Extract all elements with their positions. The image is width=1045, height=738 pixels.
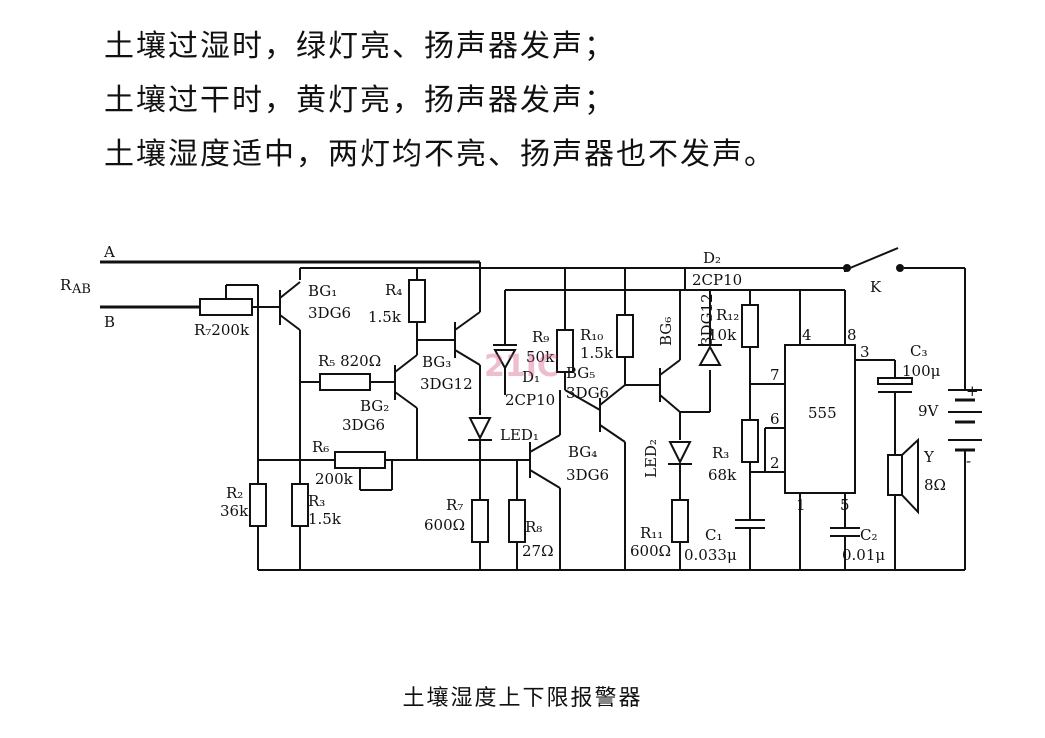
bg5-stage bbox=[564, 314, 634, 570]
label-bg4-type: 3DG6 bbox=[566, 466, 609, 484]
label-r9: R₉ bbox=[532, 328, 549, 346]
label-c1-val: 0.033μ bbox=[684, 546, 737, 564]
bg6-stage bbox=[625, 290, 722, 570]
r2-r3-branch bbox=[249, 460, 309, 570]
label-c3-val: 100μ bbox=[902, 362, 941, 380]
timing-network bbox=[685, 289, 845, 570]
label-d2-type: 2CP10 bbox=[692, 271, 742, 289]
label-plus: + bbox=[966, 382, 979, 400]
intro-text: 土壤过湿时，绿灯亮、扬声器发声； 土壤过干时，黄灯亮，扬声器发声； 土壤湿度适中… bbox=[104, 20, 776, 182]
label-k: K bbox=[870, 278, 882, 296]
label-led1: LED₁ bbox=[500, 426, 539, 444]
label-r5: R₅ 820Ω bbox=[318, 352, 381, 370]
label-r10: R₁₀ bbox=[580, 326, 603, 344]
input-leads bbox=[100, 260, 480, 309]
label-bg5-type: 3DG6 bbox=[566, 384, 609, 402]
label-r4-val: 1.5k bbox=[368, 308, 402, 326]
label-v: 9V bbox=[918, 402, 940, 420]
figure-caption: 土壤湿度上下限报警器 bbox=[402, 686, 643, 711]
label-r3a-val: 1.5k bbox=[308, 510, 342, 528]
label-r3a: R₃ bbox=[308, 492, 325, 510]
label-bg2-type: 3DG6 bbox=[342, 416, 385, 434]
component-labels: A B R AB BG₁ 3DG6 R₇200k R₄ 1.5k R₅ 820Ω… bbox=[60, 243, 979, 564]
r9-d1-branch bbox=[493, 289, 685, 395]
label-r7-val: 600Ω bbox=[424, 516, 465, 534]
watermark: 21IC bbox=[484, 349, 559, 384]
label-y: Y bbox=[923, 448, 935, 466]
label-bg4: BG₄ bbox=[568, 443, 597, 461]
label-bg3-type: 3DG12 bbox=[420, 375, 473, 393]
led1-branch bbox=[468, 417, 492, 570]
bg3-stage bbox=[408, 262, 481, 415]
label-r6: R₆ bbox=[312, 438, 329, 456]
label-pin5: 5 bbox=[840, 496, 850, 514]
label-b: B bbox=[104, 313, 115, 331]
label-bg5: BG₅ bbox=[566, 364, 595, 382]
label-r3b: R₃ bbox=[712, 444, 729, 462]
label-r11: R₁₁ bbox=[640, 524, 663, 542]
label-r12: R₁₂ bbox=[716, 306, 739, 324]
top-rail bbox=[299, 247, 966, 385]
ic-555 bbox=[784, 290, 895, 570]
label-pin2: 2 bbox=[770, 454, 780, 472]
intro-line-3: 土壤湿度适中，两灯均不亮、扬声器也不发声。 bbox=[104, 137, 776, 172]
bg2-stage bbox=[300, 354, 418, 460]
bg1-stage bbox=[199, 281, 301, 460]
label-bg1: BG₁ bbox=[308, 282, 337, 300]
label-bg6: BG₆ bbox=[657, 317, 675, 346]
label-rab-sub: AB bbox=[71, 282, 91, 297]
label-led2: LED₂ bbox=[642, 439, 660, 478]
label-d2: D₂ bbox=[703, 249, 721, 267]
label-pin1: 1 bbox=[796, 496, 806, 514]
label-pin3: 3 bbox=[860, 343, 870, 361]
label-r2: R₂ bbox=[226, 484, 243, 502]
speaker-stage bbox=[877, 360, 919, 570]
label-r8: R₈ bbox=[525, 518, 542, 536]
battery bbox=[948, 385, 982, 452]
label-d1: D₁ bbox=[522, 368, 540, 386]
label-bg6-type: 3DG12 bbox=[698, 293, 716, 346]
label-bg1-type: 3DG6 bbox=[308, 304, 351, 322]
label-c2-val: 0.01μ bbox=[842, 546, 885, 564]
intro-line-1: 土壤过湿时，绿灯亮、扬声器发声； bbox=[104, 29, 616, 64]
label-a: A bbox=[103, 243, 115, 261]
label-r6-val: 200k bbox=[315, 470, 354, 488]
label-c1: C₁ bbox=[705, 526, 723, 544]
label-r7: R₇ bbox=[446, 496, 463, 514]
label-pin4: 4 bbox=[802, 326, 812, 344]
label-d1-type: 2CP10 bbox=[505, 391, 555, 409]
label-c2: C₂ bbox=[860, 526, 878, 544]
label-r3b-val: 68k bbox=[708, 466, 737, 484]
label-r11-val: 600Ω bbox=[630, 542, 671, 560]
label-r12-val: 10k bbox=[708, 326, 737, 344]
label-bg2: BG₂ bbox=[360, 397, 389, 415]
label-c3: C₃ bbox=[910, 342, 928, 360]
label-y-val: 8Ω bbox=[924, 476, 946, 494]
label-r8-val: 27Ω bbox=[522, 542, 554, 560]
label-pin8: 8 bbox=[847, 326, 857, 344]
intro-line-2: 土壤过干时，黄灯亮，扬声器发声； bbox=[104, 83, 616, 118]
label-rj: R₇200k bbox=[194, 321, 250, 339]
label-r10-val: 1.5k bbox=[580, 344, 614, 362]
label-pin7: 7 bbox=[770, 366, 780, 384]
r6-line bbox=[258, 451, 530, 491]
label-pin6: 6 bbox=[770, 410, 780, 428]
label-rab: R bbox=[60, 276, 72, 294]
label-bg3: BG₃ bbox=[422, 353, 451, 371]
bg4-stage bbox=[508, 390, 561, 570]
label-minus: - bbox=[966, 452, 971, 470]
label-r2-val: 36k bbox=[220, 502, 249, 520]
label-r9-val: 50k bbox=[526, 348, 555, 366]
label-r4: R₄ bbox=[385, 281, 402, 299]
bottom-rail bbox=[258, 450, 966, 571]
label-ic: 555 bbox=[808, 404, 837, 422]
